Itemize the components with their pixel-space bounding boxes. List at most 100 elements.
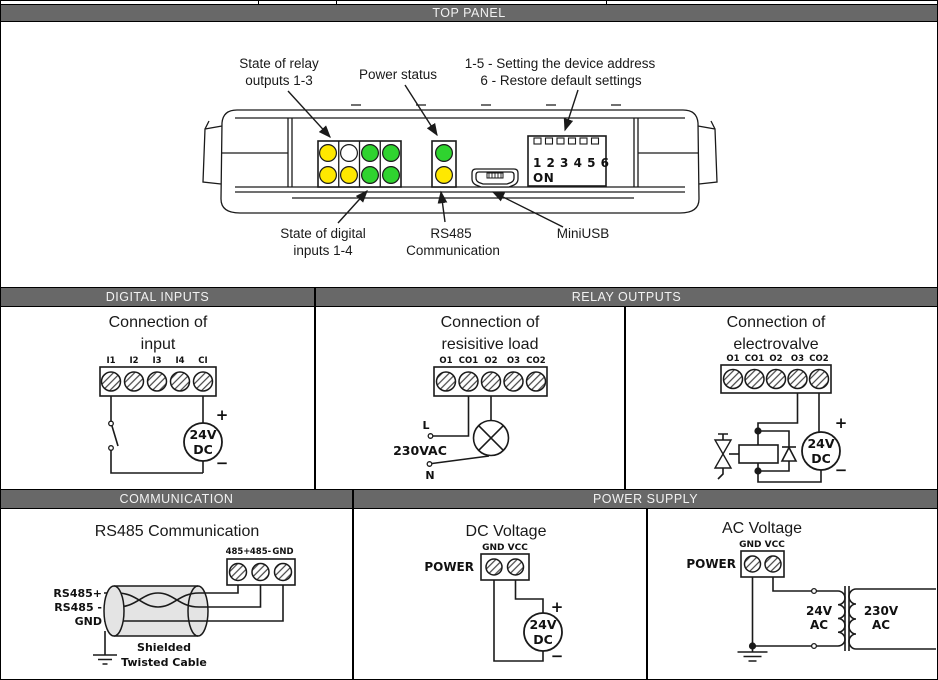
shield-ground <box>93 631 117 665</box>
transformer-tap <box>810 642 818 650</box>
diagram-dc-voltage: DC Voltage GND VCC POWER 24V DC + <box>354 509 648 679</box>
junction-dot <box>754 467 762 475</box>
screw-terminal <box>169 371 191 392</box>
terminal-label-o1: O1 <box>726 354 739 364</box>
device-right-ear <box>697 120 718 185</box>
input-diagram-drawing: Connection of input I1 I2 I3 I4 CI <box>99 314 229 474</box>
diagram-title-2: electrovalve <box>733 336 818 353</box>
terminal-labels: O1 CO1 O2 O3 CO2 <box>439 356 545 366</box>
section-title-digital-inputs: DIGITAL INPUTS <box>1 288 316 306</box>
diagram-title-2: resisitive load <box>442 336 539 353</box>
terminal-label-i4: I4 <box>175 356 184 366</box>
diagram-connection-of-resistive-load: Connection of resisitive load O1 CO1 O2 … <box>316 307 626 489</box>
cable-left-end <box>103 585 125 637</box>
terminal-label-i2: I2 <box>129 356 138 366</box>
primary-coil <box>837 590 846 647</box>
switch-contact <box>108 445 114 451</box>
wires <box>110 396 204 474</box>
minus-sign: − <box>216 454 229 472</box>
screw-terminal <box>503 371 524 392</box>
terminal-label-i3: I3 <box>152 356 161 366</box>
terminal-labels: GND VCC <box>482 543 528 553</box>
terminal-label-gnd: GND <box>272 547 293 557</box>
diagram-connection-of-electrovalve: Connection of electrovalve O1 CO1 O2 O3 … <box>626 307 937 489</box>
screw-terminal <box>787 368 808 390</box>
wiring-row-2: RS485 Communication 485+ 485- GND <box>1 509 937 679</box>
terminal-block <box>433 366 548 397</box>
diagram-title: DC Voltage <box>466 523 547 540</box>
screw-terminal <box>100 371 122 392</box>
diagram-title: Connection of <box>109 314 208 331</box>
terminal-label-o1: O1 <box>439 356 452 366</box>
section-title-power-supply: POWER SUPPLY <box>592 492 699 506</box>
source-voltage: 24V <box>189 427 216 442</box>
wire-rs485-plus <box>104 585 239 608</box>
screw-terminal <box>251 562 270 582</box>
diagram-rs485-communication: RS485 Communication 485+ 485- GND <box>1 509 354 679</box>
mains-voltage-label: 230VAC <box>393 443 447 458</box>
terminal-label-co2: CO2 <box>809 354 828 364</box>
wire-label-gnd: GND <box>75 615 102 628</box>
terminal-labels: I1 I2 I3 I4 CI <box>106 356 207 366</box>
wire-labels: RS485+ RS485 - GND <box>53 587 102 628</box>
led-relay-1 <box>319 143 338 162</box>
minus-sign: − <box>835 461 848 479</box>
dc-voltage-drawing: DC Voltage GND VCC POWER 24V DC + <box>424 523 564 665</box>
dip-toggle-5 <box>579 137 588 145</box>
earth-ground <box>737 646 768 662</box>
primary-voltage: 24V <box>806 604 833 618</box>
annotations: State of relay outputs 1-3 Power status … <box>239 56 655 258</box>
dc-source: 24V DC + − <box>801 414 848 479</box>
label-miniusb: MiniUSB <box>557 226 610 241</box>
dc-source: 24V DC + − <box>523 598 564 665</box>
flyback-diode <box>780 445 798 462</box>
terminal-label-485n: 485- <box>250 547 272 557</box>
crop-artifact-line <box>606 1 607 4</box>
live-label: L <box>422 419 429 432</box>
crop-artifact-line <box>258 1 259 4</box>
screw-terminal <box>765 368 787 390</box>
led-rs485 <box>435 166 454 185</box>
plus-sign: + <box>216 406 229 424</box>
dip-toggle-3 <box>556 137 565 145</box>
source-type: DC <box>811 451 831 466</box>
label-power-status: Power status <box>359 67 437 82</box>
wire-rs485-minus <box>104 585 262 608</box>
section-title: TOP PANEL <box>432 6 506 20</box>
cable-label-2: Twisted Cable <box>121 656 207 669</box>
terminal-label-co2: CO2 <box>526 356 545 366</box>
wires <box>751 577 838 647</box>
top-panel-content: 1 2 3 4 5 6 ON State of relay outputs 1-… <box>1 22 937 287</box>
terminal-label-ci: CI <box>198 356 207 366</box>
wire-gnd <box>493 580 544 662</box>
secondary-coil <box>848 588 857 650</box>
section-title-relay-outputs: RELAY OUTPUTS <box>571 290 682 304</box>
terminal-label-o2: O2 <box>769 354 782 364</box>
source-voltage: 24V <box>529 617 556 632</box>
terminal-label-o2: O2 <box>484 356 497 366</box>
led-input-4 <box>382 166 401 185</box>
primary-type: AC <box>810 618 828 632</box>
screw-terminal <box>458 371 479 392</box>
screw-terminal <box>722 368 744 390</box>
device-top-view <box>202 104 718 214</box>
wires <box>493 580 544 662</box>
terminal-label-485p: 485+ <box>226 547 251 557</box>
terminal-block <box>480 553 530 581</box>
power-label: POWER <box>424 560 474 574</box>
led-power <box>435 143 454 162</box>
screw-terminal <box>764 555 782 573</box>
valve-symbol <box>713 433 733 480</box>
dip-switch: 1 2 3 4 5 6 ON <box>527 135 609 187</box>
plus-sign: + <box>835 414 848 432</box>
screw-terminal <box>743 555 762 573</box>
dc-source: 24V DC + − <box>183 406 229 472</box>
diagram-title: Connection of <box>441 314 540 331</box>
section-header-row-2: DIGITAL INPUTS RELAY OUTPUTS <box>1 287 937 307</box>
minus-sign: − <box>551 647 564 665</box>
plus-sign: + <box>551 598 564 616</box>
terminal-label-o3: O3 <box>791 354 804 364</box>
led-relay-4 <box>382 143 401 162</box>
led-relay-3 <box>361 143 380 162</box>
power-label: POWER <box>686 557 736 571</box>
